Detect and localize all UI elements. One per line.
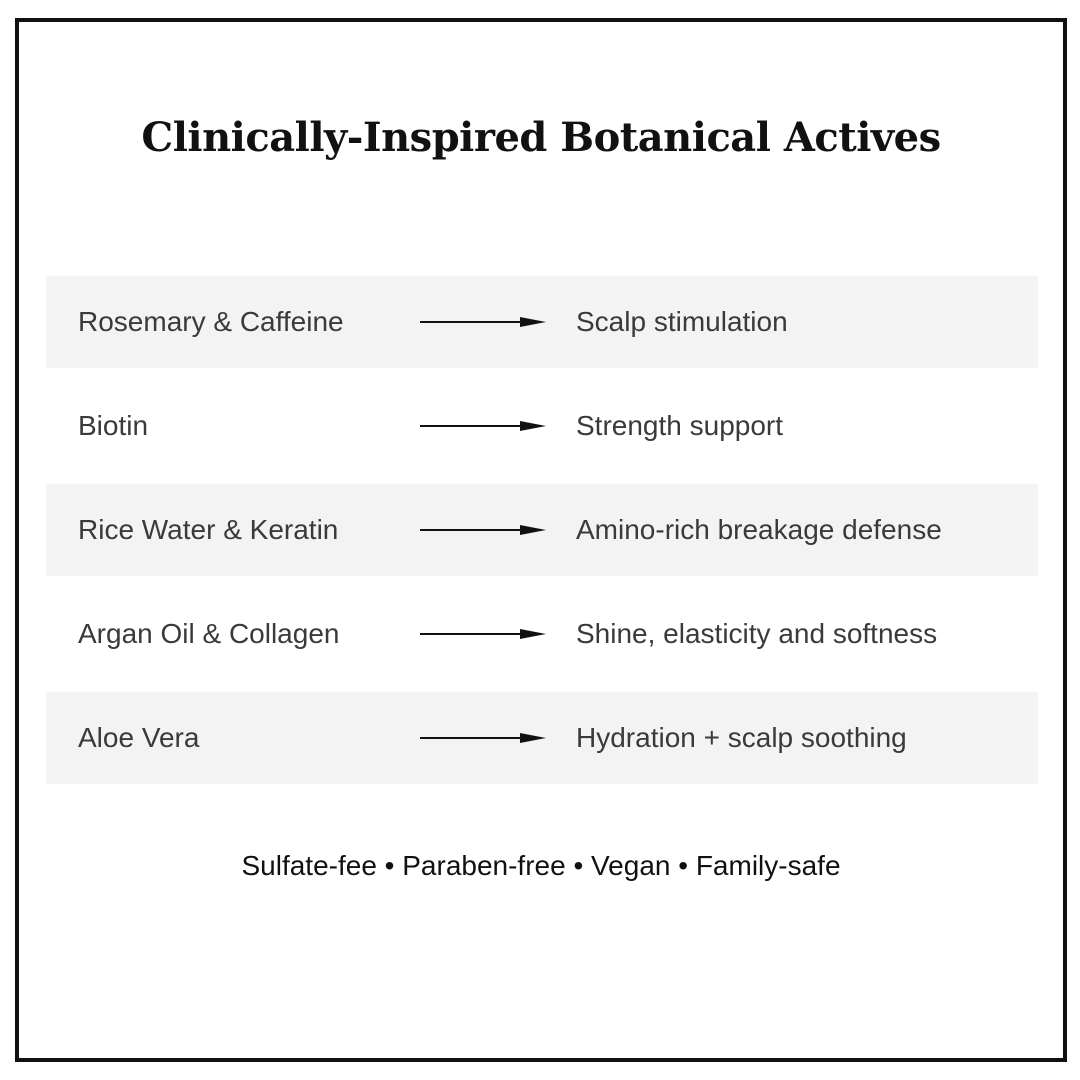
ingredient-label: Aloe Vera (78, 722, 200, 753)
arrow-right-icon (420, 421, 546, 431)
benefit-label: Hydration + scalp soothing (576, 722, 907, 753)
benefit-label: Scalp stimulation (576, 306, 788, 337)
feature-tagline: Sulfate-fee • Paraben-free • Vegan • Fam… (241, 850, 841, 881)
card-frame: Clinically-Inspired Botanical Actives Ro… (15, 18, 1067, 1062)
arrow-right-icon (420, 525, 546, 535)
benefit-label: Strength support (576, 410, 784, 441)
arrow-right-icon (420, 317, 546, 327)
page-title: Clinically-Inspired Botanical Actives (141, 114, 941, 161)
ingredient-label: Rosemary & Caffeine (78, 306, 344, 337)
benefit-label: Amino-rich breakage defense (576, 514, 942, 545)
list-item: Aloe Vera Hydration + scalp soothing (46, 692, 1038, 784)
arrow-right-icon (420, 629, 546, 639)
benefit-label: Shine, elasticity and softness (576, 618, 938, 649)
list-item: Rosemary & Caffeine Scalp stimulation (46, 276, 1038, 368)
ingredient-label: Argan Oil & Collagen (78, 618, 340, 649)
list-item: Rice Water & Keratin Amino-rich breakage… (46, 484, 1038, 576)
ingredient-label: Biotin (78, 410, 149, 441)
list-item: Biotin Strength support (46, 374, 1038, 478)
ingredient-list: Rosemary & Caffeine Scalp stimulation Bi… (46, 270, 1038, 790)
ingredient-label: Rice Water & Keratin (78, 514, 339, 545)
arrow-right-icon (420, 733, 546, 743)
list-item: Argan Oil & Collagen Shine, elasticity a… (46, 582, 1038, 686)
